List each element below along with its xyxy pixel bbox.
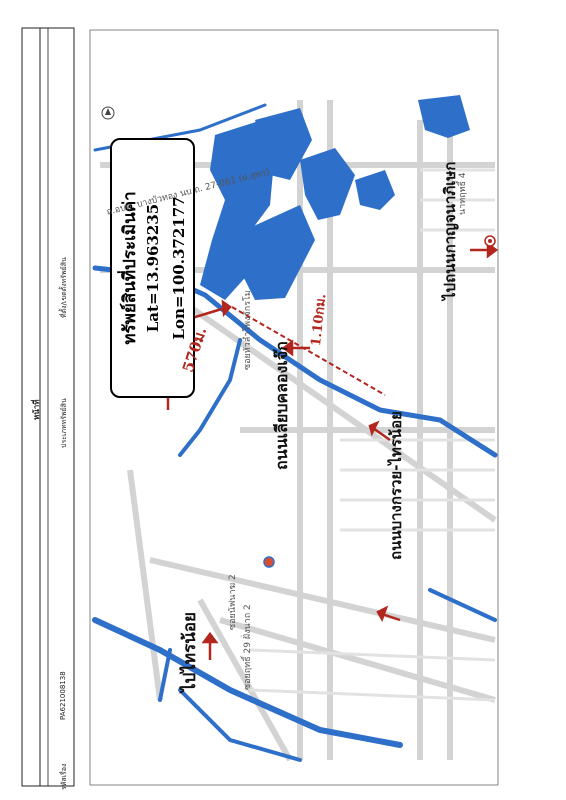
distance-line <box>231 306 386 396</box>
water-bodies <box>200 95 470 300</box>
info-lat: Lat=13.963235 <box>144 203 162 333</box>
info-title: ทรัพย์สินที่ประเมินค่า <box>120 191 140 345</box>
road-label-1: ถนนเลียบคลองเจ๊ก <box>272 341 291 470</box>
compass-icon <box>101 106 115 120</box>
pin-icon <box>263 556 275 568</box>
soi-label-1: ซอยหัวลำโพงจักรโม <box>243 290 253 370</box>
road-label-2: ถนนบางกรวย-ไทรน้อย <box>387 411 405 560</box>
soi-label-4: นาทฤทธิ์ 4 <box>458 172 468 215</box>
soi-label-3: ซอยฤทธิ์ 29 ฝั่งนาถ 2 <box>243 604 253 690</box>
soi-label-2: ซอยนัฟนาฆ 2 <box>228 574 238 630</box>
pin-icon <box>484 235 496 247</box>
direction-sainoi: ไปไทรน้อย <box>180 611 200 692</box>
